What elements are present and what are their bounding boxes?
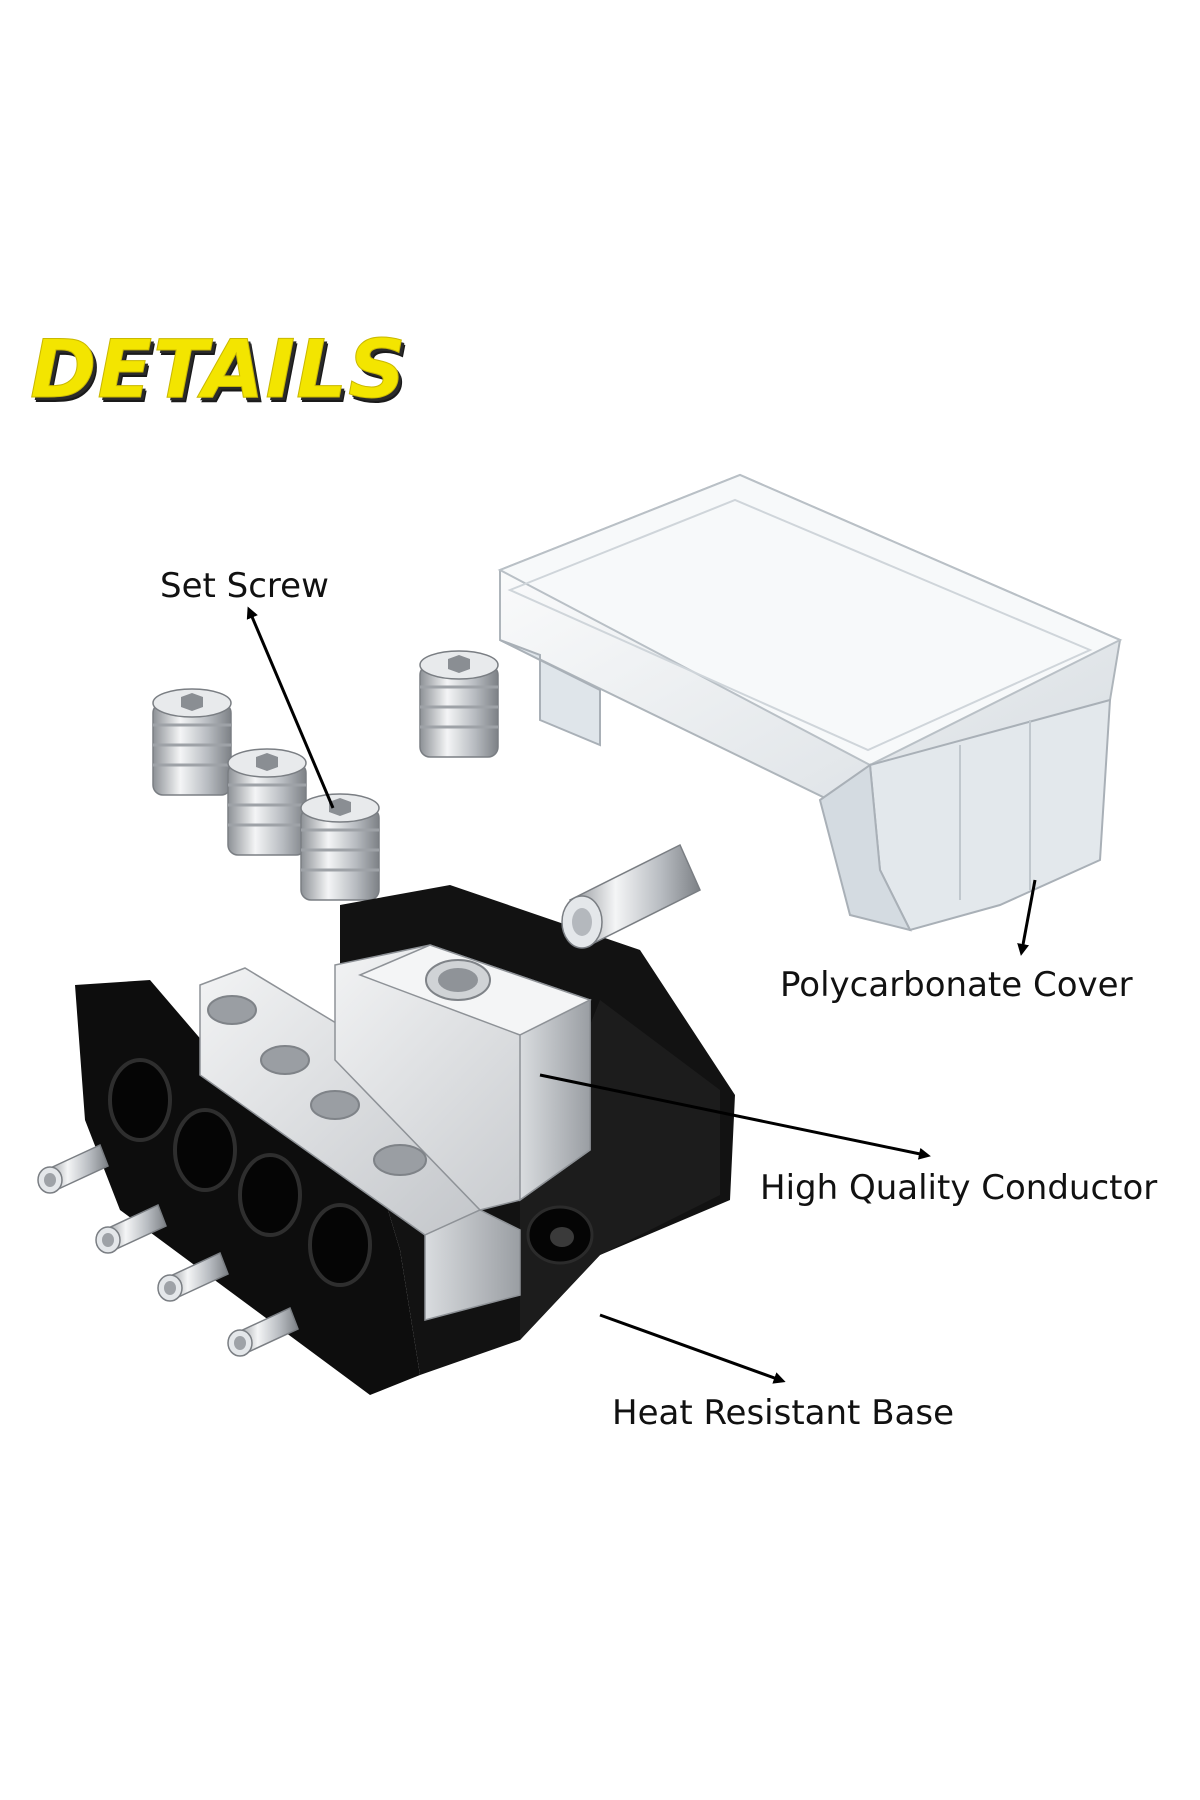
conductor-bar — [199, 944, 592, 1321]
ferrule-loose — [561, 843, 701, 949]
ferrule-1 — [37, 1143, 109, 1194]
set-screw-2 — [227, 748, 307, 856]
ferrules — [37, 843, 701, 1357]
set-screw-1 — [152, 688, 232, 796]
set-screw-3 — [300, 793, 380, 901]
polycarbonate-cover — [497, 473, 1123, 932]
set-screw-arrow — [246, 606, 335, 809]
conductor-arrow — [539, 1073, 931, 1160]
set-screws — [152, 650, 499, 901]
label-high-quality-conductor: High Quality Conductor — [760, 1168, 1158, 1208]
cover-arrow — [1017, 879, 1037, 956]
ferrule-3 — [157, 1251, 229, 1302]
base-arrow — [599, 1313, 786, 1384]
set-screw-4 — [419, 650, 499, 758]
label-polycarbonate-cover: Polycarbonate Cover — [780, 965, 1133, 1005]
label-set-screw: Set Screw — [160, 566, 329, 606]
callout-arrows — [246, 606, 1037, 1384]
details-heading: DETAILS — [30, 323, 407, 416]
ferrule-4 — [227, 1306, 299, 1357]
label-heat-resistant-base: Heat Resistant Base — [612, 1393, 954, 1433]
ferrule-2 — [95, 1203, 167, 1254]
